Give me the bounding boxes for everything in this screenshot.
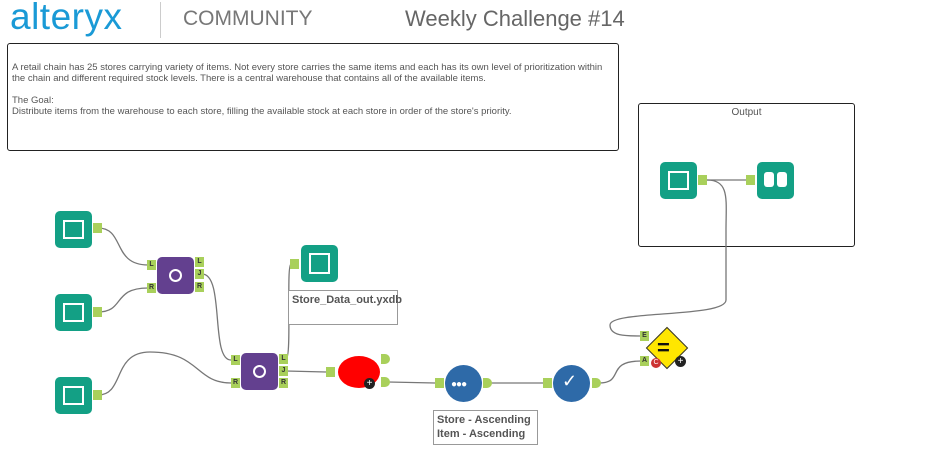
sort-rule-1: Store - Ascending	[437, 414, 531, 426]
input-anchor[interactable]	[435, 378, 444, 388]
description-comment[interactable]: A retail chain has 25 stores carrying va…	[7, 43, 619, 151]
input-data-tool-2[interactable]	[55, 294, 92, 331]
output-anchor[interactable]	[698, 175, 707, 185]
join-left-input[interactable]: L	[231, 355, 240, 365]
output-anchor[interactable]	[93, 223, 102, 233]
alteryx-logo: alteryx	[10, 0, 123, 37]
goal-heading: The Goal:	[12, 95, 54, 106]
wire	[387, 381, 436, 384]
book-icon	[63, 303, 84, 322]
document-icon	[309, 253, 330, 274]
output-anchor[interactable]	[93, 390, 102, 400]
sort-icon: ●●●	[451, 379, 467, 390]
binoculars-icon	[764, 172, 774, 187]
cache-icon: C	[651, 358, 661, 368]
expected-input[interactable]: E	[640, 331, 649, 341]
page-title: Weekly Challenge #14	[405, 6, 625, 31]
wire	[97, 227, 149, 266]
multi-row-tool[interactable]: ✓	[553, 365, 590, 402]
input-data-tool-3[interactable]	[55, 377, 92, 414]
book-icon	[668, 171, 689, 190]
input-anchor[interactable]	[746, 175, 755, 185]
header-divider	[160, 2, 161, 38]
binoculars-icon-right	[777, 172, 787, 187]
join-left-output[interactable]: L	[279, 354, 288, 364]
output-anchor[interactable]	[381, 354, 390, 364]
book-icon	[63, 220, 84, 239]
input-anchor[interactable]	[543, 378, 552, 388]
output-data-tool[interactable]	[301, 245, 338, 282]
wire	[201, 273, 232, 361]
output-anchor[interactable]	[381, 377, 390, 387]
check-icon: ✓	[562, 371, 578, 391]
actual-input[interactable]: A	[640, 356, 649, 366]
output-anchor[interactable]	[93, 307, 102, 317]
join-right-input[interactable]: R	[231, 378, 240, 388]
sort-rule-2: Item - Ascending	[437, 428, 526, 440]
input-anchor[interactable]	[326, 367, 335, 377]
join-icon	[169, 269, 182, 282]
sort-tool[interactable]: ●●●	[445, 365, 482, 402]
wire	[285, 370, 327, 373]
join-join-output[interactable]: J	[195, 269, 204, 279]
output-anchor[interactable]	[483, 378, 492, 388]
join-icon	[253, 365, 266, 378]
join-join-output[interactable]: J	[279, 366, 288, 376]
wire	[609, 179, 727, 337]
browse-tool[interactable]	[757, 162, 794, 199]
join-right-input[interactable]: R	[147, 283, 156, 293]
input-data-tool-1[interactable]	[55, 211, 92, 248]
add-icon[interactable]: +	[364, 378, 375, 389]
community-label: COMMUNITY	[183, 7, 313, 30]
output-tool-label: Store_Data_out.yxdb	[288, 290, 402, 325]
description-text: A retail chain has 25 stores carrying va…	[12, 62, 603, 84]
wire	[598, 360, 642, 384]
join-left-output[interactable]: L	[195, 257, 204, 267]
container-title: Output	[731, 107, 762, 118]
input-data-tool-output[interactable]	[660, 162, 697, 199]
join-tool-2[interactable]	[241, 353, 278, 390]
output-container[interactable]: Output	[638, 103, 855, 247]
input-anchor[interactable]	[290, 259, 299, 269]
join-left-input[interactable]: L	[147, 260, 156, 270]
wire	[97, 287, 149, 313]
add-icon[interactable]: +	[675, 356, 686, 367]
output-anchor[interactable]	[592, 378, 601, 388]
wire	[97, 351, 232, 396]
equals-icon: =	[657, 335, 670, 360]
join-right-output[interactable]: R	[279, 378, 288, 388]
goal-text: Distribute items from the warehouse to e…	[12, 106, 512, 117]
join-tool-1[interactable]	[157, 257, 194, 294]
join-right-output[interactable]: R	[195, 282, 204, 292]
book-icon	[63, 386, 84, 405]
